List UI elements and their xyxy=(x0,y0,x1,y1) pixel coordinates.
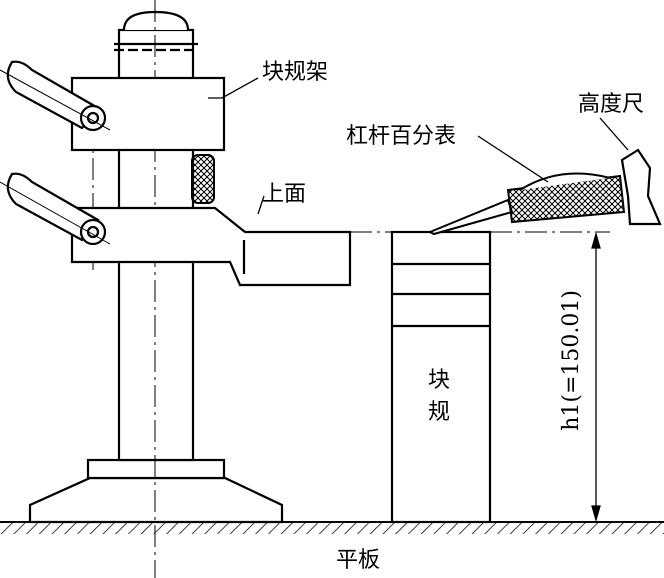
knurled-adjuster xyxy=(191,154,215,204)
leader-lines xyxy=(208,77,629,215)
height-dimension xyxy=(591,231,601,523)
height-gauge xyxy=(620,148,662,226)
stand-base xyxy=(28,458,284,524)
lever-dial-label: 杠杆百分表 xyxy=(346,124,457,149)
surface-plate xyxy=(0,521,664,534)
block-holder-label: 块规架 xyxy=(262,60,329,85)
support-arm xyxy=(70,206,352,287)
gauge-block-stack xyxy=(390,230,492,524)
lower-clamp-handle xyxy=(0,172,111,246)
height-dimension-label: h1(=150.01) xyxy=(559,290,584,431)
upper-clamp-handle xyxy=(0,60,111,132)
surface-plate-label: 平板 xyxy=(336,548,381,573)
gauge-block-label-1: 块 xyxy=(428,368,451,393)
top-face-label: 上面 xyxy=(262,182,307,207)
height-gauge-label: 高度尺 xyxy=(578,92,645,117)
gauge-block-label-2: 规 xyxy=(428,400,451,425)
lever-dial-indicator xyxy=(427,172,626,236)
